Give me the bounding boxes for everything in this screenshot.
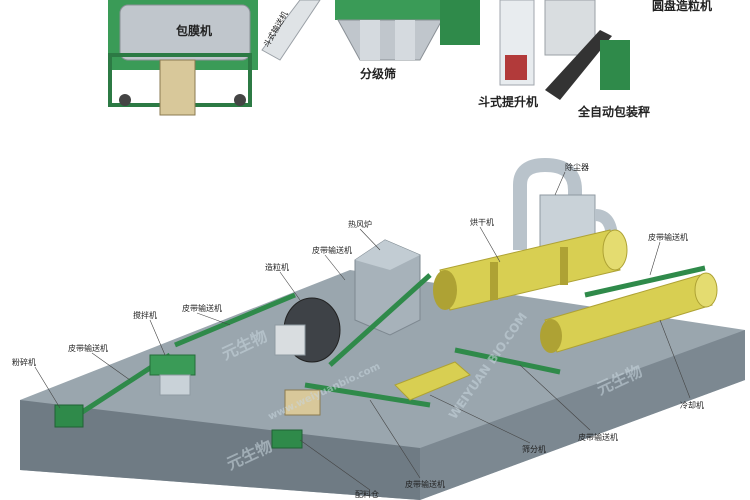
- dust-collector-label: 除尘器: [565, 162, 589, 172]
- disc-granulator-label: 圆盘造粒机: [652, 0, 712, 13]
- cooler-drum: [540, 272, 718, 353]
- belt-conveyor-left-label: 皮带输送机: [68, 343, 108, 353]
- bucket-elevator-label: 斗式提升机: [478, 94, 538, 109]
- belt-conveyor-5: [454, 347, 561, 375]
- cooler-label: 冷却机: [680, 400, 704, 410]
- crusher-label: 粉碎机: [12, 357, 36, 367]
- grading-screen-illustration: 分级筛: [335, 0, 480, 81]
- hot-air-furnace: [354, 239, 421, 336]
- screening-machine-label: 筛分机: [522, 444, 546, 454]
- belt-conveyor-4: [584, 265, 706, 298]
- dryer-label: 烘干机: [470, 217, 494, 227]
- crusher: [54, 404, 84, 428]
- coating-machine-label: 包膜机: [175, 23, 212, 38]
- granulator: [274, 297, 341, 363]
- batching-machine: [271, 389, 321, 449]
- belt-conveyor-bottom-right-label: 皮带输送机: [578, 432, 618, 442]
- mixer-label: 搅拌机: [133, 310, 157, 320]
- mixer: [149, 354, 196, 396]
- belt-conveyor-6: [304, 382, 431, 408]
- belt-conveyor-bottom-label: 皮带输送机: [405, 479, 445, 489]
- coating-machine-illustration: 包膜机: [108, 0, 258, 116]
- packing-line-illustration: 斗式提升机 全自动包装秤: [478, 0, 650, 119]
- leader-lines: [34, 171, 691, 491]
- line-labels: 除尘器 热风炉 烘干机 皮带输送机 造粒机 皮带输送机 搅拌机 皮带输送机 粉碎…: [12, 162, 704, 499]
- batching-machine-label: 配料仓: [355, 489, 379, 499]
- granulator-label: 造粒机: [265, 262, 289, 272]
- screening-machine: [394, 361, 471, 401]
- belt-conveyor-right-label: 皮带输送机: [648, 232, 688, 242]
- belt-conveyor-3: [328, 273, 432, 367]
- dryer-drum: [433, 229, 628, 311]
- auto-packing-scale-label: 全自动包装秤: [577, 104, 650, 119]
- belt-conveyor-furnace-label: 皮带输送机: [312, 245, 352, 255]
- grading-screen-label: 分级筛: [360, 66, 396, 81]
- belt-conveyor-2: [174, 292, 296, 348]
- hot-air-furnace-label: 热风炉: [348, 219, 372, 229]
- bucket-conveyor-illustration: 斗式输送机: [261, 0, 321, 61]
- belt-conveyor-granulator-label: 皮带输送机: [182, 303, 222, 313]
- disc-granulator-top-label-group: 圆盘造粒机: [652, 0, 712, 13]
